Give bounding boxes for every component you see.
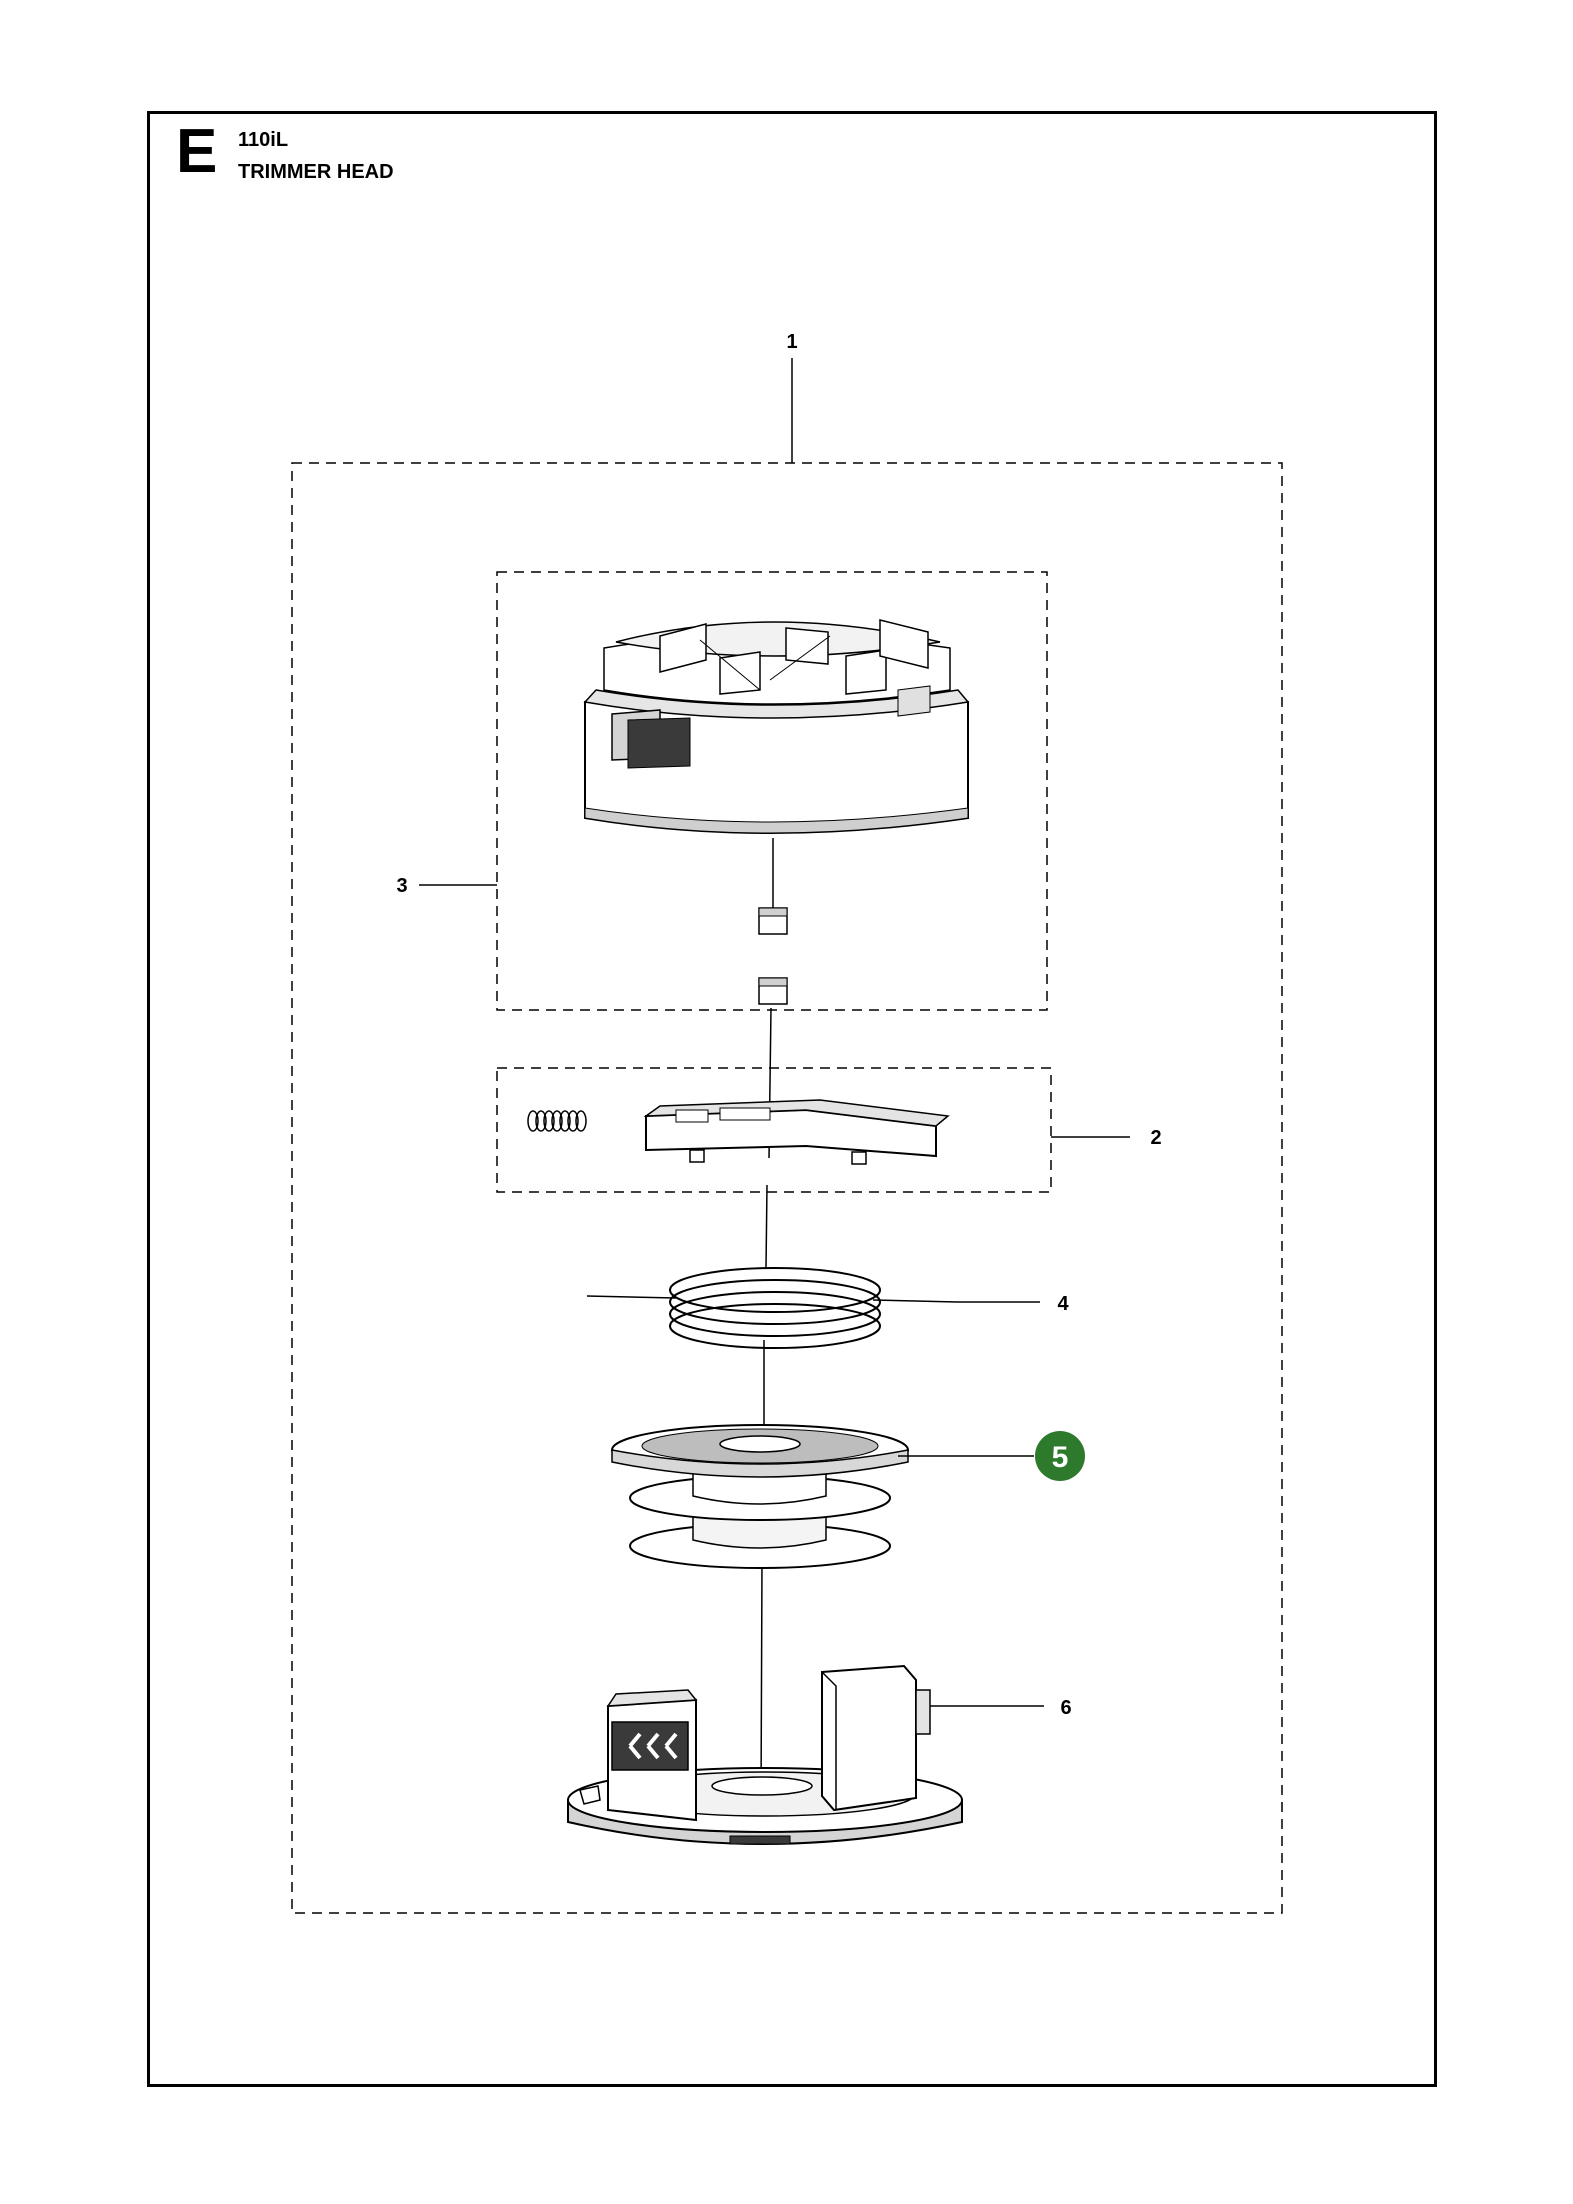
- callout-4: 4: [1057, 1293, 1069, 1315]
- highlight-badge[interactable]: [1035, 1431, 1085, 1481]
- callout-3: 3: [396, 875, 407, 897]
- callout-1: 1: [786, 331, 797, 353]
- callout-2: 2: [1150, 1127, 1161, 1149]
- bottom-cap-part: [567, 1664, 963, 1845]
- trimmer-line-part: [586, 1267, 958, 1349]
- cube-bushing-upper: [758, 907, 788, 935]
- page-frame: [147, 111, 1437, 2087]
- callout-6: 6: [1060, 1697, 1071, 1719]
- diagram-title: TRIMMER HEAD: [238, 161, 394, 183]
- axis-line-lower: [765, 1184, 768, 1269]
- cube-bushing-lower: [758, 977, 788, 1005]
- section-letter: E: [176, 117, 218, 186]
- cover-kit-group-box: [496, 571, 1048, 1011]
- callout-5[interactable]: 5: [1052, 1441, 1069, 1474]
- assembly-group-box: [291, 462, 1283, 1914]
- bump-slide-part: [643, 1099, 950, 1165]
- spool-part: [611, 1424, 909, 1569]
- axis-line-bottom: [760, 1561, 763, 1801]
- housing-cover-part: [583, 619, 970, 834]
- model-name: 110iL: [238, 129, 289, 151]
- button-kit-group-box: [496, 1067, 1052, 1193]
- coil-spring-part: [527, 1110, 587, 1132]
